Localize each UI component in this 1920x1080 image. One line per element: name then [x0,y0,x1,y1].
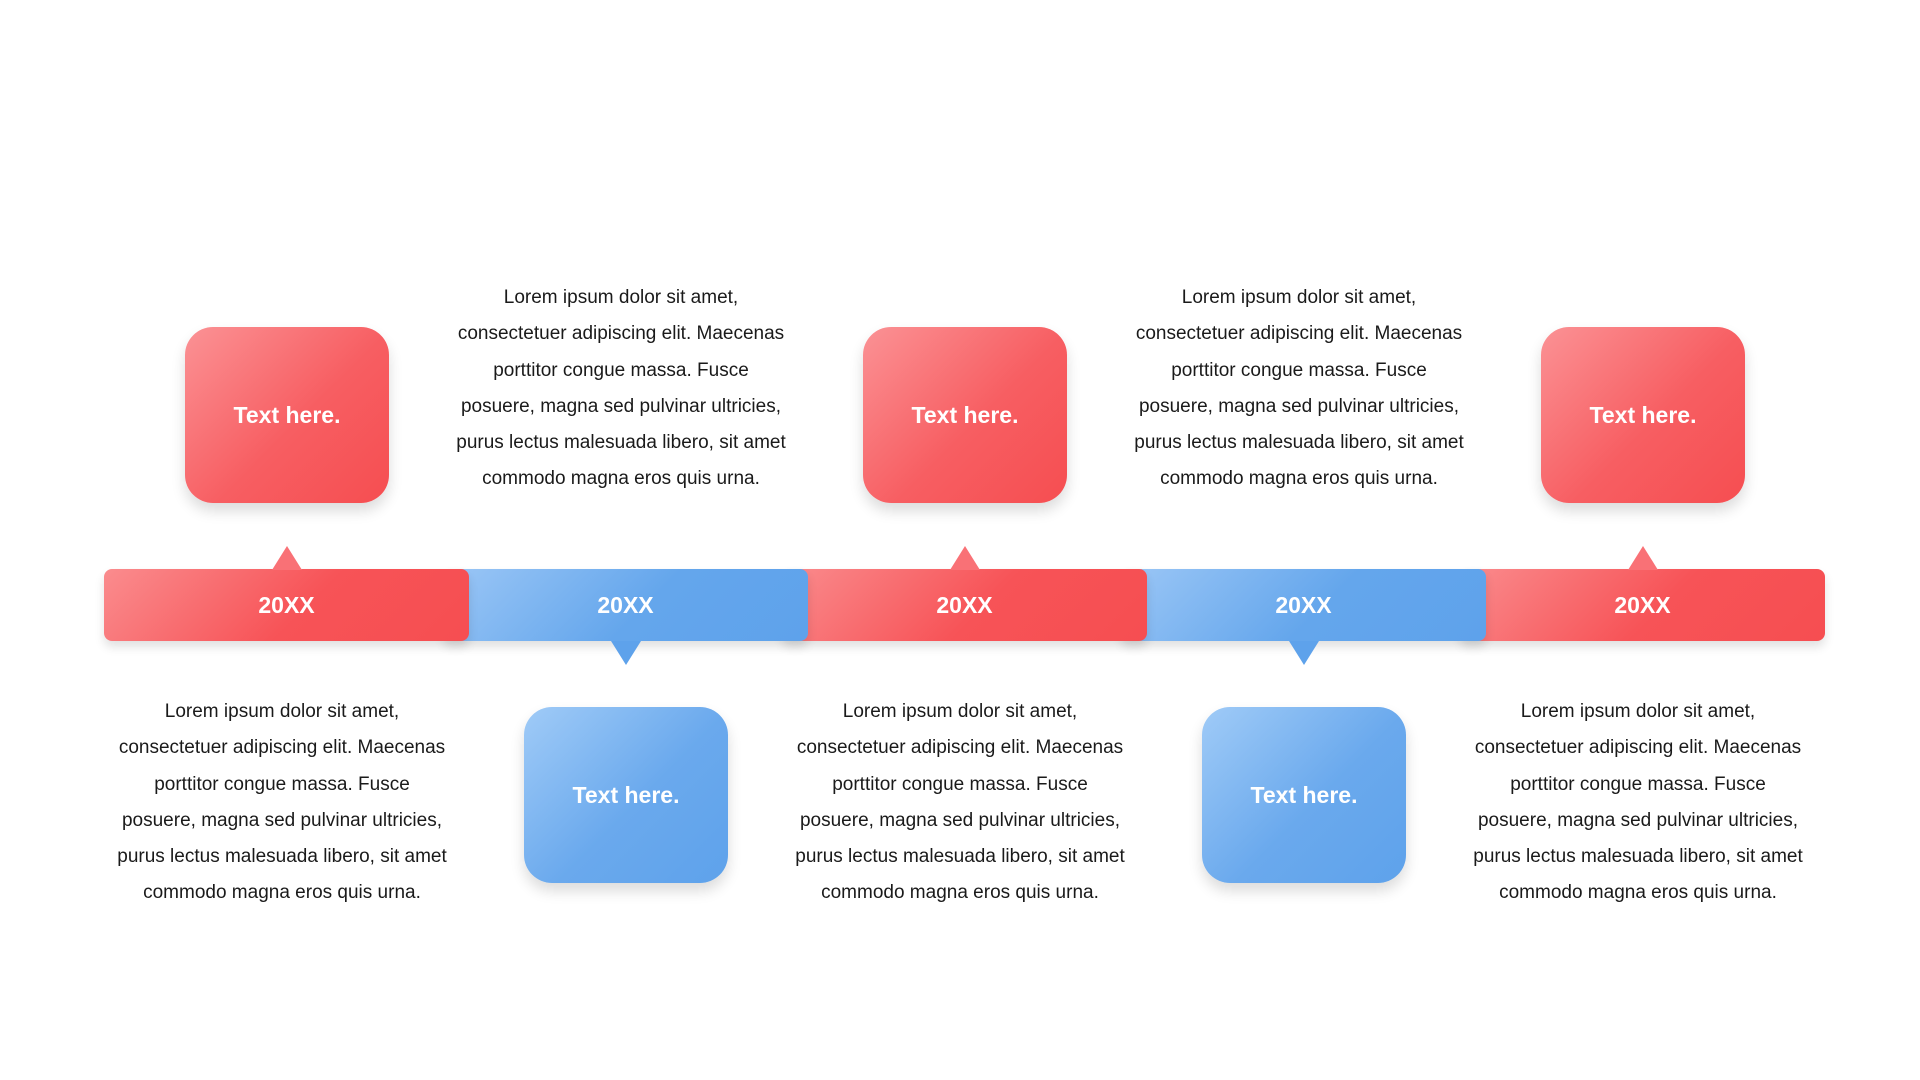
year-label: 20XX [936,591,993,618]
milestone-card-4: Text here. [1202,707,1406,883]
year-label: 20XX [1275,591,1332,618]
pointer-up-5 [1628,546,1658,570]
card-label: Text here. [911,401,1019,428]
card-label: Text here. [1589,401,1697,428]
card-label: Text here. [1250,781,1358,808]
year-label: 20XX [258,591,315,618]
milestone-card-3: Text here. [863,327,1067,503]
year-label: 20XX [1614,591,1671,618]
timeline-bar-4: 20XX [1121,569,1486,641]
card-label: Text here. [572,781,680,808]
milestone-card-2: Text here. [524,707,728,883]
pointer-up-1 [272,546,302,570]
milestone-description-3: Lorem ipsum dolor sit amet, consectetuer… [795,701,1125,904]
timeline-bar-3: 20XX [782,569,1147,641]
card-label: Text here. [233,401,341,428]
pointer-down-2 [611,641,641,665]
timeline-bar-2: 20XX [443,569,808,641]
year-label: 20XX [597,591,654,618]
timeline-bar-5: 20XX [1460,569,1825,641]
milestone-description-4: Lorem ipsum dolor sit amet, consectetuer… [1134,287,1464,490]
milestone-card-5: Text here. [1541,327,1745,503]
milestone-card-1: Text here. [185,327,389,503]
pointer-up-3 [950,546,980,570]
pointer-down-4 [1289,641,1319,665]
milestone-description-1: Lorem ipsum dolor sit amet, consectetuer… [117,701,447,904]
timeline-bar-1: 20XX [104,569,469,641]
milestone-description-2: Lorem ipsum dolor sit amet, consectetuer… [456,287,786,490]
milestone-description-5: Lorem ipsum dolor sit amet, consectetuer… [1473,701,1803,904]
